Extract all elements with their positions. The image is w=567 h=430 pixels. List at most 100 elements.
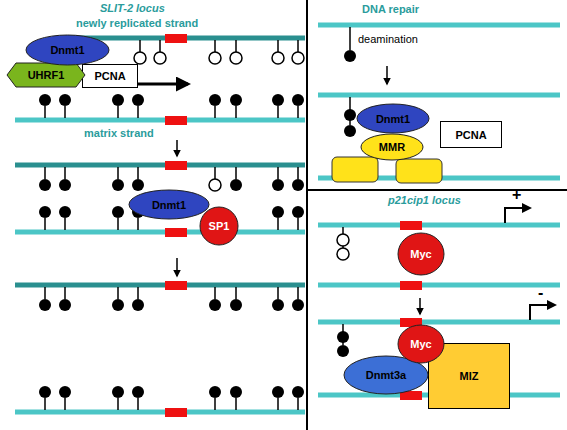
illustration-part [165,34,187,43]
node-label: Dnmt3a [366,369,406,381]
illustration-part [59,206,71,218]
illustration-part [132,386,144,398]
illustration-part [112,206,124,218]
node-shape [398,325,444,363]
illustration-part [337,331,349,343]
panel-divider [306,0,308,430]
sp1-factor: SP1 [199,206,239,246]
node-label: Myc [410,338,431,350]
event-label: deamination [358,33,418,45]
illustration-part [209,52,221,64]
locus-title: p21cip1 locus [388,194,461,206]
illustration-part [386,66,388,84]
illustration-part [59,386,71,398]
illustration-part [209,179,221,191]
illustration-part [39,386,51,398]
illustration-part [505,208,530,223]
illustration-part [112,386,124,398]
node-shape [398,233,444,275]
illustration-part [39,206,51,218]
illustration-part [154,52,166,64]
node-label: Dnmt1 [50,44,84,56]
node-shape [200,207,238,245]
node-shape [129,190,209,219]
activation-sign: + [512,186,521,204]
node-label: Myc [410,248,431,260]
node-label: MMR [379,141,405,153]
illustration-part [230,52,242,64]
illustration-part [209,94,221,106]
strand-label: matrix strand [84,127,154,139]
myc-factor: Myc [397,232,445,276]
illustration-part [344,125,356,137]
locus-title: SLIT-2 locus [100,2,165,14]
replication-stage-2 [15,161,305,237]
illustration-part [15,163,305,168]
node-shape [7,63,85,87]
illustration-part [419,298,421,314]
node-label: SP1 [209,220,230,232]
illustration-part [132,179,144,191]
illustration-part [134,52,146,64]
pcna-clamp: PCNA [82,64,138,88]
replication-stage-1 [15,34,305,125]
illustration-part [272,386,284,398]
node-shape [361,134,423,160]
illustration-part [112,179,124,191]
illustration-part [132,94,144,106]
illustration-part [132,299,144,311]
illustration-part [349,27,351,50]
illustration-part [112,299,124,311]
illustration-part [292,299,304,311]
illustration-part [15,230,305,235]
dnmt1-enzyme: Dnmt1 [25,34,110,66]
illustration-part [165,408,187,417]
pcna-clamp: PCNA [440,121,502,148]
illustration-part [39,179,51,191]
illustration-part [292,179,304,191]
illustration-part [15,283,305,288]
illustration-part [230,299,242,311]
illustration-part [165,228,187,237]
step-arrow [176,258,178,276]
node-shape [26,35,109,65]
repression-sign: - [538,284,543,302]
step-arrow [176,140,178,156]
replication-stage-3 [15,281,305,417]
node-label: Dnmt1 [376,113,410,125]
panel-title: DNA repair [362,3,419,15]
illustration-part [292,206,304,218]
illustration-part [230,179,242,191]
illustration-part [272,299,284,311]
illustration-part [15,410,305,415]
uhrf1-protein: UHRF1 [6,62,86,88]
illustration-part [59,179,71,191]
node-label: PCNA [94,70,125,82]
illustration-part [337,234,349,246]
illustration-part [318,320,560,325]
illustration-part [230,94,242,106]
illustration-part [272,206,284,218]
illustration-part [140,40,298,52]
illustration-part [209,299,221,311]
node-shape [344,356,428,394]
illustration-part [165,281,187,290]
node-label: UHRF1 [28,69,65,81]
illustration-part [59,94,71,106]
illustration-part [337,248,349,260]
illustration-part [530,305,555,320]
illustration-part [318,283,560,288]
illustration-part [112,94,124,106]
illustration-part [396,159,442,183]
node-label: Dnmt1 [152,199,186,211]
dnmt1-enzyme: Dnmt1 [356,103,430,134]
illustration-part [344,50,356,62]
illustration-part [209,386,221,398]
illustration-part [400,281,422,290]
illustration-part [230,386,242,398]
strand-label: newly replicated strand [76,17,198,29]
illustration-part [318,223,560,228]
illustration-part [318,23,560,28]
illustration-part [337,345,349,357]
illustration-part [332,157,378,182]
